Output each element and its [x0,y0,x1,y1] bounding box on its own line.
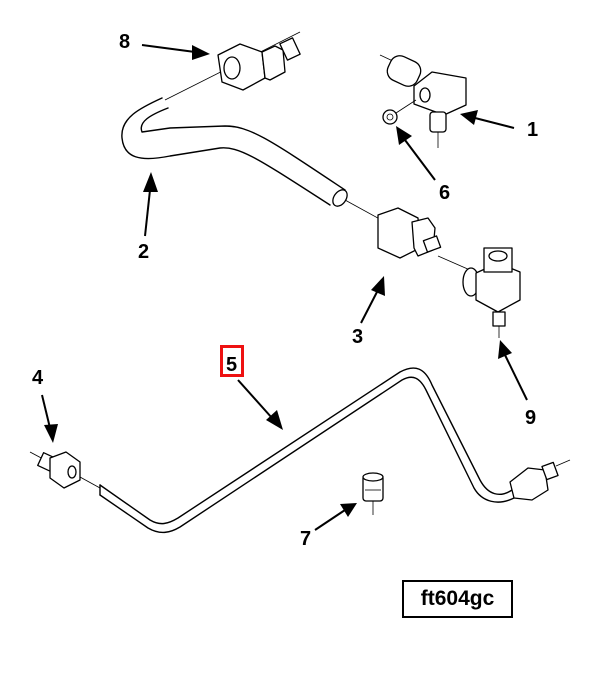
part-5-end-fitting [509,459,571,501]
callout-8[interactable]: 8 [119,31,130,53]
arrow-6 [404,139,436,181]
callout-5[interactable]: 5 [226,354,237,376]
arrow-1 [474,117,515,129]
arrow-8 [141,44,196,53]
arrow-9 [504,354,528,401]
callout-5-highlight-box [220,345,244,377]
part-6-set-screw [382,99,417,125]
arrowhead-7 [340,503,357,517]
arrowhead-8 [192,45,210,60]
arrow-5 [237,379,273,419]
callout-4[interactable]: 4 [32,367,44,389]
arrowhead-9 [498,340,512,359]
part-3-fitting [377,207,471,271]
arrow-4 [41,394,51,429]
part-9-tee [462,247,521,338]
callout-6[interactable]: 6 [439,182,450,204]
part-5-tube [99,367,515,534]
arrowhead-3 [371,276,385,296]
callout-2[interactable]: 2 [138,241,149,263]
callout-7[interactable]: 7 [300,528,311,550]
arrow-3 [360,289,379,324]
arrowhead-5 [266,410,283,430]
arrowhead-6 [396,126,412,145]
arrow-7 [314,509,346,531]
callout-3[interactable]: 3 [352,326,363,348]
part-7-plug [362,472,384,515]
part-1-elbow [379,54,467,148]
callout-9[interactable]: 9 [525,407,536,429]
callout-1[interactable]: 1 [527,119,538,141]
part-4-fitting [29,451,101,489]
arrow-2 [144,189,151,237]
arrowhead-4 [44,424,58,443]
leader-arrows [41,44,528,531]
arrowhead-2 [143,172,158,192]
part-8-fitting [164,31,301,101]
arrowhead-1 [460,110,478,125]
part-2-tube [121,97,386,223]
figure-id-label: ft604gc [402,580,513,618]
